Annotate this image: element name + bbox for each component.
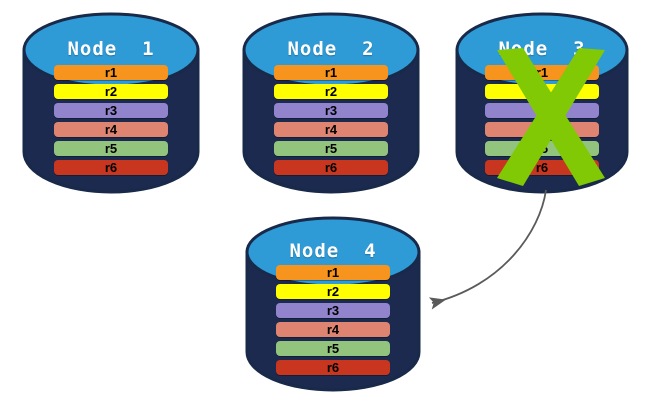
node-rows-3: r1 r2 r3 r4 r5 r6 [485,65,599,175]
row-label: r3 [326,303,340,318]
node-rows-2: r1 r2 r3 r4 r5 r6 [274,65,388,175]
row-item[interactable]: r4 [485,122,599,137]
row-item[interactable]: r2 [276,284,390,299]
row-label: r1 [326,265,340,280]
row-item[interactable]: r2 [54,84,168,99]
row-label: r2 [104,84,118,99]
row-label: r3 [535,103,549,118]
row-item[interactable]: r6 [485,160,599,175]
row-label: r5 [104,141,118,156]
row-item[interactable]: r5 [54,141,168,156]
node-rows-1: r1 r2 r3 r4 r5 r6 [54,65,168,175]
row-item[interactable]: r5 [485,141,599,156]
row-label: r5 [535,141,549,156]
row-item[interactable]: r1 [54,65,168,80]
row-item[interactable]: r6 [276,360,390,375]
row-label: r1 [104,65,118,80]
row-item[interactable]: r1 [274,65,388,80]
row-label: r4 [104,122,118,137]
row-item[interactable]: r6 [274,160,388,175]
row-item[interactable]: r3 [54,103,168,118]
row-item[interactable]: r4 [54,122,168,137]
node-cylinder-4[interactable]: Node 4 r1 r2 r3 r4 r5 r6 [245,212,421,392]
row-label: r6 [326,360,340,375]
row-label: r3 [104,103,118,118]
row-label: r6 [535,160,549,175]
row-label: r5 [324,141,338,156]
node-cylinder-1[interactable]: Node 1 r1 r2 r3 r4 r5 r6 [22,8,200,194]
row-item[interactable]: r1 [276,265,390,280]
row-item[interactable]: r2 [274,84,388,99]
row-item[interactable]: r5 [274,141,388,156]
failover-arrow-path [428,189,547,310]
row-label: r4 [324,122,338,137]
row-label: r4 [326,322,340,337]
row-item[interactable]: r4 [276,322,390,337]
node-cylinder-2[interactable]: Node 2 r1 r2 r3 r4 r5 r6 [242,8,420,194]
node-rows-4: r1 r2 r3 r4 r5 r6 [276,265,390,375]
row-label: r1 [324,65,338,80]
row-label: r1 [535,65,549,80]
row-item[interactable]: r2 [485,84,599,99]
row-label: r3 [324,103,338,118]
row-label: r2 [326,284,340,299]
row-item[interactable]: r1 [485,65,599,80]
row-label: r2 [324,84,338,99]
row-item[interactable]: r4 [274,122,388,137]
row-label: r4 [535,122,549,137]
row-label: r2 [535,84,549,99]
row-item[interactable]: r6 [54,160,168,175]
row-item[interactable]: r3 [276,303,390,318]
row-item[interactable]: r3 [274,103,388,118]
node-cylinder-3[interactable]: Node 3 r1 r2 r3 r4 r5 r6 [455,8,629,194]
row-item[interactable]: r3 [485,103,599,118]
row-item[interactable]: r5 [276,341,390,356]
row-label: r6 [104,160,118,175]
row-label: r5 [326,341,340,356]
row-label: r6 [324,160,338,175]
